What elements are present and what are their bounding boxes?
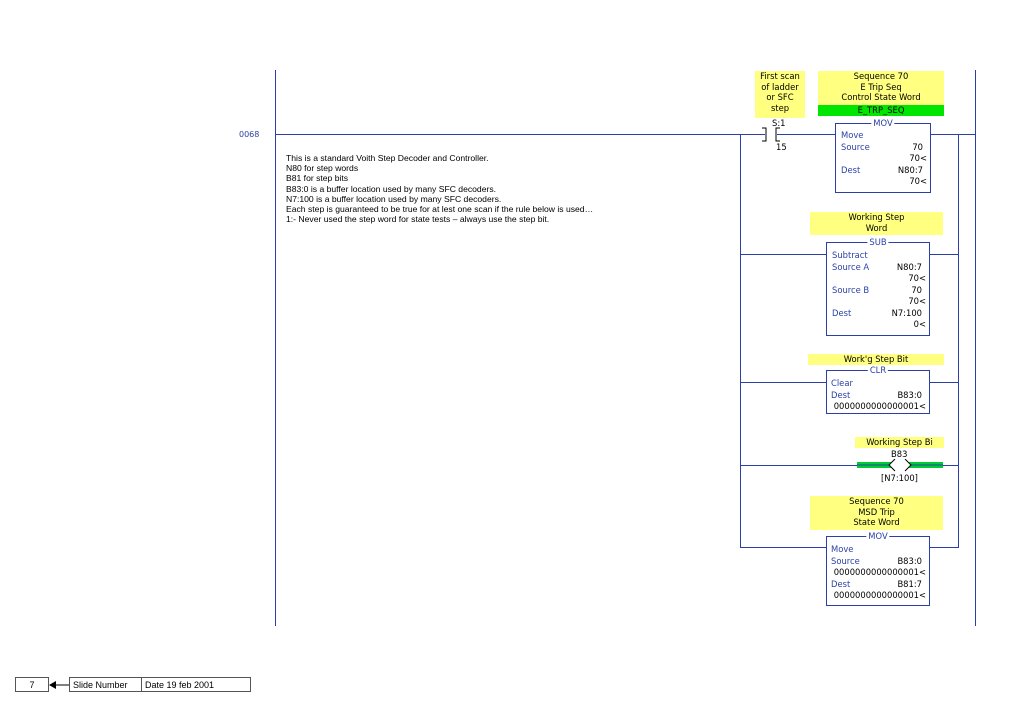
branch-right-vertical <box>958 134 959 548</box>
sub-name: Subtract <box>832 250 868 260</box>
contact-description-line: step <box>770 102 790 113</box>
slide-date: Date 19 feb 2001 <box>141 677 251 692</box>
left-power-rail <box>275 70 276 626</box>
clr-dest-value[interactable]: B83:0 <box>897 390 922 400</box>
clr-name: Clear <box>831 378 853 388</box>
mov2-description-line: Sequence 70 <box>849 496 904 506</box>
comment-line: B83:0 is a buffer location used by many … <box>286 183 497 194</box>
rung-line-main <box>275 134 747 135</box>
mov1-instruction-box[interactable]: MOV Move Source 70 70< Dest N80:7 70< <box>835 118 931 193</box>
clr-dest-label: Dest <box>831 390 851 400</box>
comment-line: This is a standard Voith Step Decoder an… <box>286 153 489 163</box>
sub-dest-label: Dest <box>832 308 852 318</box>
examine-if-closed-contact[interactable] <box>747 127 795 142</box>
branch-line-otl-in <box>740 465 857 466</box>
mov1-tag-label: E_TRP_SEQ <box>818 105 944 116</box>
mov2-dest-live: 0000000000000001< <box>833 590 926 600</box>
mov2-description-line: State Word <box>853 517 900 527</box>
comment-line: N80 for step words <box>286 163 359 174</box>
mov2-dest-label: Dest <box>831 579 851 589</box>
contact-description-line: First scan <box>760 71 800 81</box>
sub-instruction-box[interactable]: SUB Subtract Source A N80:7 70< Source B… <box>826 237 930 336</box>
rung-number: 0068 <box>239 130 260 139</box>
mov2-name: Move <box>831 544 854 554</box>
clr-dest-live: 0000000000000001< <box>833 401 926 411</box>
comment-line: B81 for step bits <box>286 173 349 184</box>
mov2-description-line: MSD Trip <box>858 506 895 517</box>
slide-number-label: Slide Number <box>69 677 142 692</box>
mov1-description: Sequence 70 E Trip Seq Control State Wor… <box>818 71 944 105</box>
contact-description-line: of ladder <box>761 81 799 92</box>
comment-line: 1:- Never used the step word for state t… <box>286 214 550 225</box>
sub-source-a-label: Source A <box>832 262 870 272</box>
mov2-source-value[interactable]: B83:0 <box>897 556 922 566</box>
mov1-source-value[interactable]: 70 <box>912 142 923 152</box>
mov2-instruction-box[interactable]: MOV Move Source B83:0 0000000000000001< … <box>826 531 930 606</box>
branch-line-clr-in <box>740 382 826 383</box>
left-arrow-icon <box>49 681 69 689</box>
right-power-rail <box>975 70 976 626</box>
mov1-name: Move <box>841 130 864 140</box>
mov1-description-line: E Trip Seq <box>860 81 902 92</box>
branch-line-mov2-in <box>740 547 826 548</box>
mov1-dest-live: 70< <box>909 176 927 186</box>
otl-description: Working Step Bi <box>855 437 944 448</box>
otl-index: [N7:100] <box>881 473 918 483</box>
sub-source-b-value[interactable]: 70 <box>911 285 922 295</box>
contact-bit: 15 <box>776 142 787 152</box>
output-coil[interactable] <box>857 459 943 472</box>
branch-line-clr-out <box>929 382 958 383</box>
clr-description: Work'g Step Bit <box>808 354 944 365</box>
sub-source-a-value[interactable]: N80:7 <box>896 262 922 272</box>
sub-title: SUB <box>867 237 889 247</box>
sub-description: Working Step Word <box>810 212 943 235</box>
mov1-description-line: Control State Word <box>841 92 921 102</box>
mov2-description: Sequence 70 MSD Trip State Word <box>810 496 943 530</box>
mov1-dest-label: Dest <box>841 165 861 175</box>
comment-line: Each step is guaranteed to be true for a… <box>286 204 594 215</box>
branch-line-sub-in <box>740 254 826 255</box>
clr-instruction-box[interactable]: CLR Clear Dest B83:0 0000000000000001< <box>826 365 930 414</box>
mov2-title: MOV <box>866 531 890 541</box>
otl-address: B83 <box>891 449 908 459</box>
sub-source-b-label: Source B <box>832 285 870 295</box>
mov1-dest-value[interactable]: N80:7 <box>897 165 923 175</box>
contact-address: S:1 <box>772 118 786 128</box>
sub-description-line: Working Step <box>848 212 905 222</box>
mov2-dest-value[interactable]: B81:7 <box>897 579 922 589</box>
clr-title: CLR <box>867 365 889 375</box>
sub-dest-value[interactable]: N7:100 <box>891 308 922 318</box>
slide-number-box: 7 <box>15 677 49 692</box>
sub-source-a-live: 70< <box>908 273 926 283</box>
sub-description-line: Word <box>865 222 888 233</box>
branch-line-otl-out <box>942 465 958 466</box>
rung-comment: This is a standard Voith Step Decoder an… <box>286 153 593 224</box>
mov1-title: MOV <box>871 118 895 128</box>
sub-dest-live: 0< <box>913 319 926 329</box>
contact-description: First scan of ladder or SFC step <box>755 71 805 118</box>
branch-line-sub-out <box>929 254 958 255</box>
mov1-source-live: 70< <box>909 153 927 163</box>
mov2-source-live: 0000000000000001< <box>833 567 926 577</box>
comment-line: N7:100 is a buffer location used by many… <box>286 193 502 204</box>
mov2-source-label: Source <box>831 556 860 566</box>
mov1-description-line: Sequence 70 <box>853 71 909 81</box>
branch-line-mov2-out <box>929 547 958 548</box>
sub-source-b-live: 70< <box>908 296 926 306</box>
contact-description-line: or SFC <box>766 92 794 102</box>
mov1-source-label: Source <box>841 142 870 152</box>
branch-left-vertical <box>740 134 741 548</box>
